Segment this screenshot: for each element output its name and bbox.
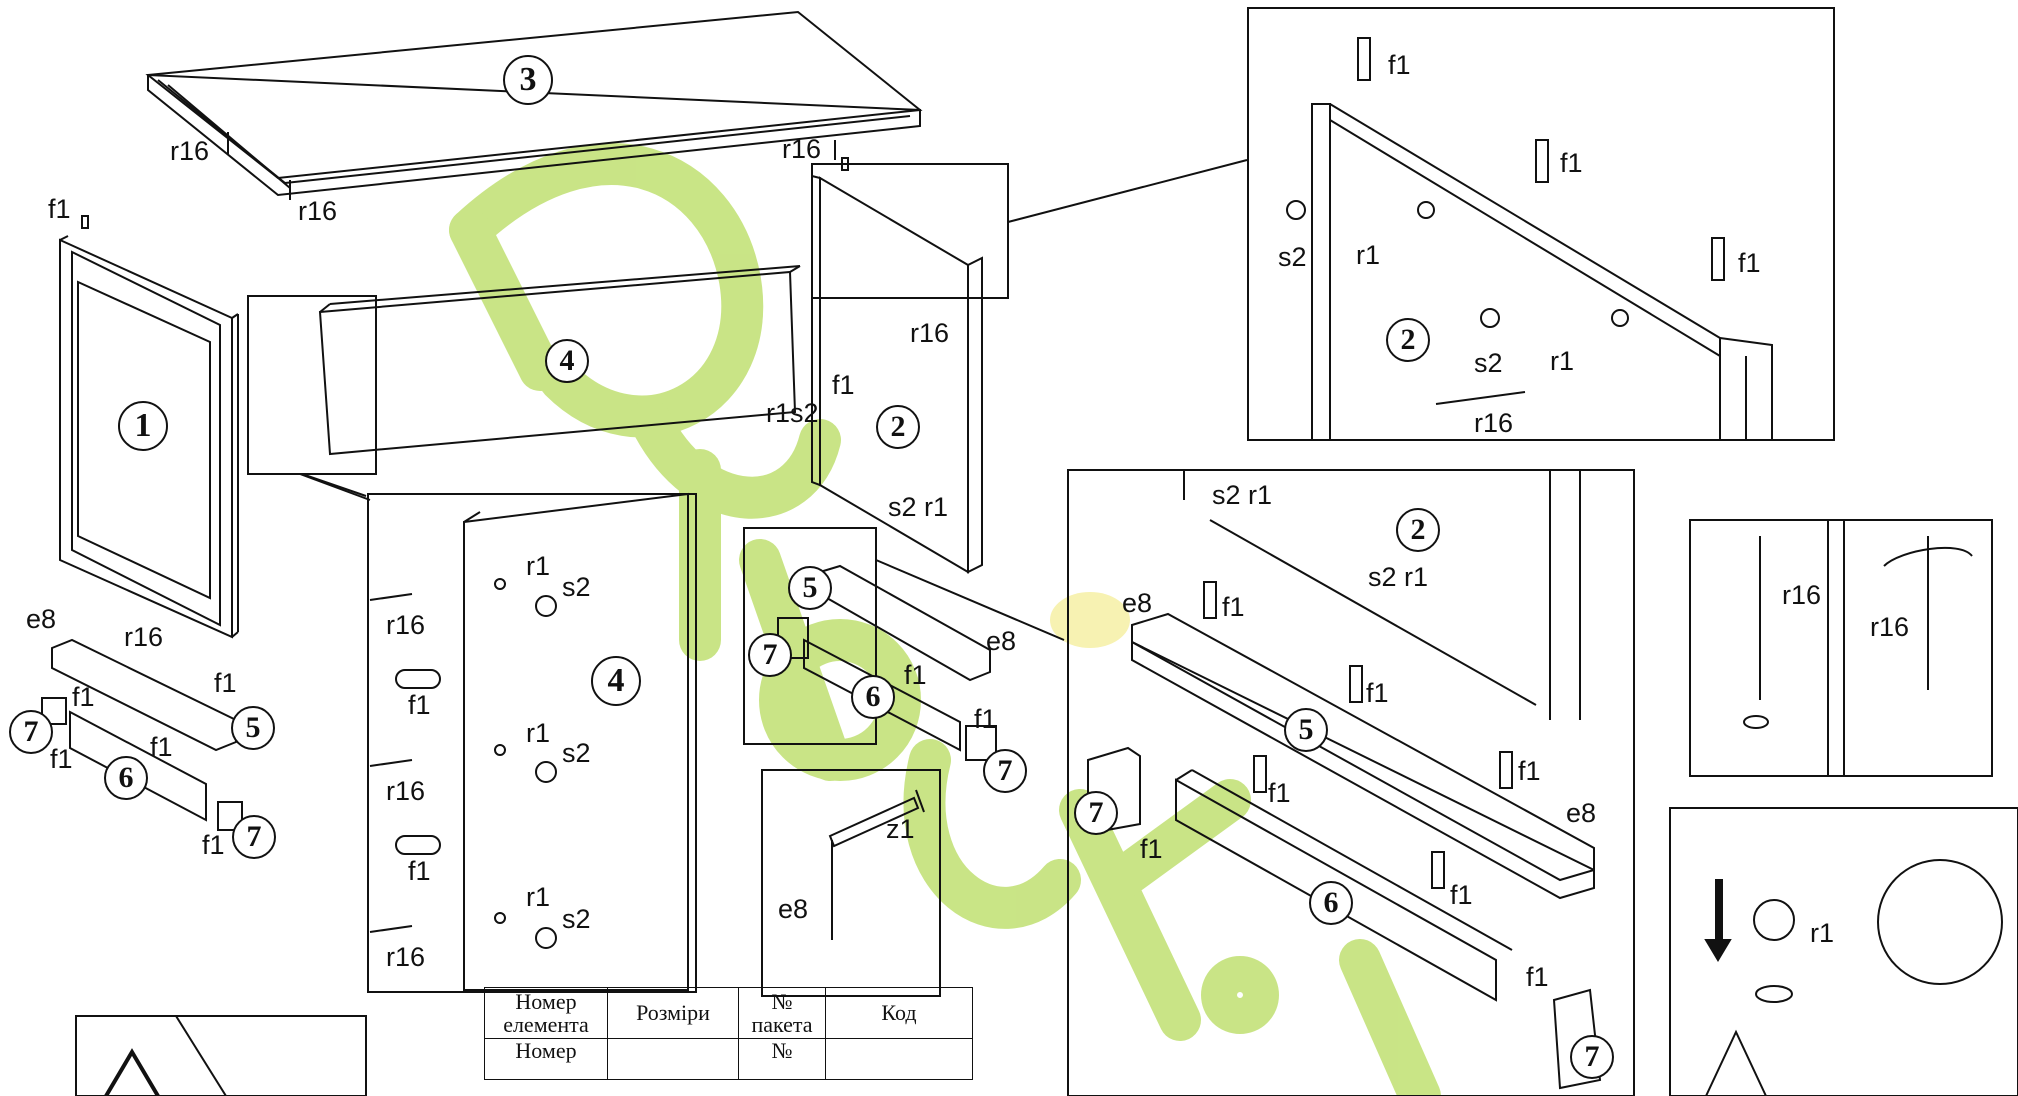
label-f1: f1 (1450, 880, 1473, 910)
part-number-5-base-detail: 5 (1284, 708, 1328, 752)
part-number-2: 2 (876, 405, 920, 449)
label-r1s2: r1s2 (766, 398, 819, 428)
label-f1: f1 (1140, 834, 1163, 864)
label-f1: f1 (1518, 756, 1541, 786)
header-element-number: Номер елемента (484, 987, 608, 1039)
label-r16: r16 (1870, 612, 1910, 642)
label-f1: f1 (974, 704, 997, 734)
label-f1: f1 (1268, 778, 1291, 808)
label-s2r1: s2 r1 (1368, 562, 1429, 592)
part-number-7-center-a: 7 (748, 633, 792, 677)
label-r16: r16 (386, 610, 426, 640)
label-r16: r16 (170, 136, 210, 166)
part-number-2-detail: 2 (1386, 318, 1430, 362)
label-f1: f1 (72, 682, 95, 712)
part-number-4-detail: 4 (591, 656, 641, 706)
cell-code (825, 1038, 973, 1080)
label-e8: e8 (778, 894, 809, 924)
label-s2: s2 (1278, 242, 1307, 272)
label-s2: s2 (562, 572, 591, 602)
part-number-1: 1 (118, 401, 168, 451)
label-z1: z1 (886, 814, 915, 844)
part-number-7-center-b: 7 (983, 749, 1027, 793)
part-number-3: 3 (503, 55, 553, 105)
header-package-number: № пакета (738, 987, 826, 1039)
label-e8: e8 (1566, 798, 1597, 828)
part-number-6-left: 6 (104, 756, 148, 800)
label-r1: r1 (526, 718, 551, 748)
header-dimensions: Розміри (607, 987, 739, 1039)
part-number-6-center: 6 (851, 675, 895, 719)
cell-package-number: № (738, 1038, 826, 1080)
cell-dimensions (607, 1038, 739, 1080)
part2-side-panel-small (811, 174, 983, 574)
label-f1: f1 (1222, 592, 1245, 622)
part-number-2-base-detail: 2 (1396, 508, 1440, 552)
label-s2r1: s2 r1 (1212, 480, 1273, 510)
part-number-4: 4 (545, 339, 589, 383)
label-r1: r1 (1356, 240, 1381, 270)
label-f1: f1 (150, 732, 173, 762)
label-r16: r16 (298, 196, 338, 226)
cell-element-number: Номер (484, 1038, 608, 1080)
detail-part2-panel (1286, 37, 1773, 441)
label-f1: f1 (1560, 148, 1583, 178)
watermark (449, 143, 1441, 1096)
part-number-6-base-detail: 6 (1309, 881, 1353, 925)
label-r16: r16 (1474, 408, 1514, 438)
header-code: Код (825, 987, 973, 1039)
label-f1: f1 (408, 690, 431, 720)
label-r1: r1 (526, 551, 551, 581)
label-s2: s2 (562, 738, 591, 768)
parts-table: Номер елемента Розміри № пакета Код Номе… (484, 987, 973, 1080)
label-f1: f1 (1388, 50, 1411, 80)
r16-screw-detail (1743, 536, 1973, 729)
label-f1: f1 (1738, 248, 1761, 278)
label-r16: r16 (124, 622, 164, 652)
crank-tool (828, 789, 925, 940)
part-number-7-left-a: 7 (9, 710, 53, 754)
label-r16: r16 (386, 942, 426, 972)
r1-cam-detail (1704, 859, 2003, 1096)
label-r16: r16 (910, 318, 950, 348)
label-f1: f1 (1526, 962, 1549, 992)
part-number-7-left-b: 7 (232, 815, 276, 859)
label-s2r1: s2 r1 (888, 492, 949, 522)
label-r16: r16 (1782, 580, 1822, 610)
label-f1: f1 (202, 830, 225, 860)
label-r16: r16 (386, 776, 426, 806)
label-f1: f1 (904, 660, 927, 690)
part4-back-stretcher (318, 265, 801, 456)
label-r1: r1 (1550, 346, 1575, 376)
part-number-5-center: 5 (788, 566, 832, 610)
part1-side-panel (59, 235, 239, 639)
detail-base (1087, 470, 1602, 1090)
label-e8: e8 (986, 626, 1017, 656)
label-e8: e8 (26, 604, 57, 634)
label-r16: r16 (782, 134, 822, 164)
parts-table-row: Номер № (484, 1038, 973, 1080)
label-f1: f1 (832, 370, 855, 400)
label-f1: f1 (408, 856, 431, 886)
label-f1: f1 (214, 668, 237, 698)
label-f1: f1 (1366, 678, 1389, 708)
label-r1: r1 (1810, 918, 1835, 948)
label-r1: r1 (526, 882, 551, 912)
label-f1: f1 (48, 194, 71, 224)
part-number-7-base-detail-b: 7 (1570, 1035, 1614, 1079)
label-s2: s2 (562, 904, 591, 934)
base-assembly-left (41, 638, 243, 831)
part-number-7-base-detail-a: 7 (1074, 791, 1118, 835)
base-assembly-center (777, 564, 997, 761)
label-s2: s2 (1474, 348, 1503, 378)
parts-table-header-row: Номер елемента Розміри № пакета Код (484, 987, 973, 1039)
label-f1: f1 (50, 744, 73, 774)
part-number-5-left: 5 (231, 706, 275, 750)
label-e8: e8 (1122, 588, 1153, 618)
part3-top-panel (145, 10, 923, 197)
